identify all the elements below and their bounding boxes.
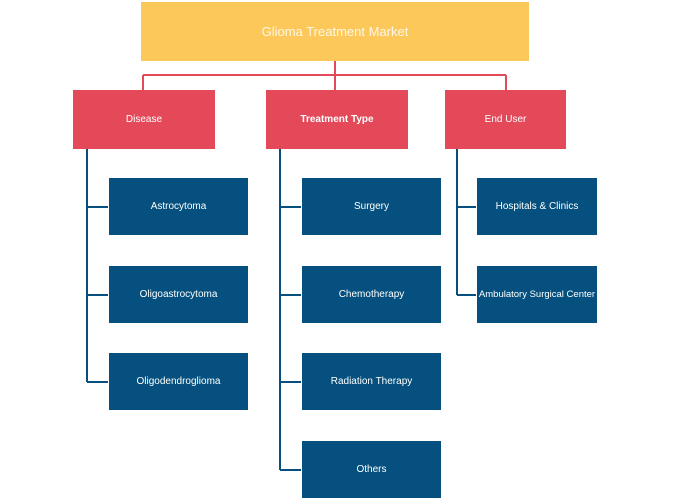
item-node-radiation-therapy: Radiation Therapy bbox=[301, 352, 442, 411]
treatment-type-connectors bbox=[279, 149, 301, 471]
item-label: Radiation Therapy bbox=[330, 375, 413, 387]
category-node-end-user: End User bbox=[445, 90, 566, 149]
item-label: Astrocytoma bbox=[150, 200, 207, 212]
disease-connectors bbox=[86, 149, 108, 383]
item-node-oligoastrocytoma: Oligoastrocytoma bbox=[108, 265, 249, 324]
item-node-astrocytoma: Astrocytoma bbox=[108, 177, 249, 236]
category-label-disease: Disease bbox=[125, 113, 163, 125]
category-label-end-user: End User bbox=[484, 113, 527, 125]
item-label: Hospitals & Clinics bbox=[495, 200, 579, 212]
item-label: Others bbox=[356, 463, 387, 475]
category-node-treatment-type: Treatment Type bbox=[266, 90, 408, 149]
item-label: Oligodendroglioma bbox=[136, 375, 221, 387]
item-label: Surgery bbox=[353, 200, 389, 212]
item-node-oligodendroglioma: Oligodendroglioma bbox=[108, 352, 249, 411]
item-label: Chemotherapy bbox=[338, 288, 405, 300]
category-label-treatment-type: Treatment Type bbox=[300, 113, 374, 125]
item-label: Ambulatory Surgical Center bbox=[478, 288, 596, 300]
item-node-surgery: Surgery bbox=[301, 177, 442, 236]
item-node-hospitals-clinics: Hospitals & Clinics bbox=[476, 177, 598, 236]
item-node-ambulatory-surgical-center: Ambulatory Surgical Center bbox=[476, 265, 598, 324]
item-node-chemotherapy: Chemotherapy bbox=[301, 265, 442, 324]
item-node-others: Others bbox=[301, 440, 442, 499]
category-node-disease: Disease bbox=[73, 90, 215, 149]
root-node: Glioma Treatment Market bbox=[141, 2, 529, 61]
root-label: Glioma Treatment Market bbox=[261, 23, 409, 39]
root-connectors bbox=[142, 61, 507, 90]
item-label: Oligoastrocytoma bbox=[139, 288, 218, 300]
end-user-connectors bbox=[456, 149, 476, 296]
